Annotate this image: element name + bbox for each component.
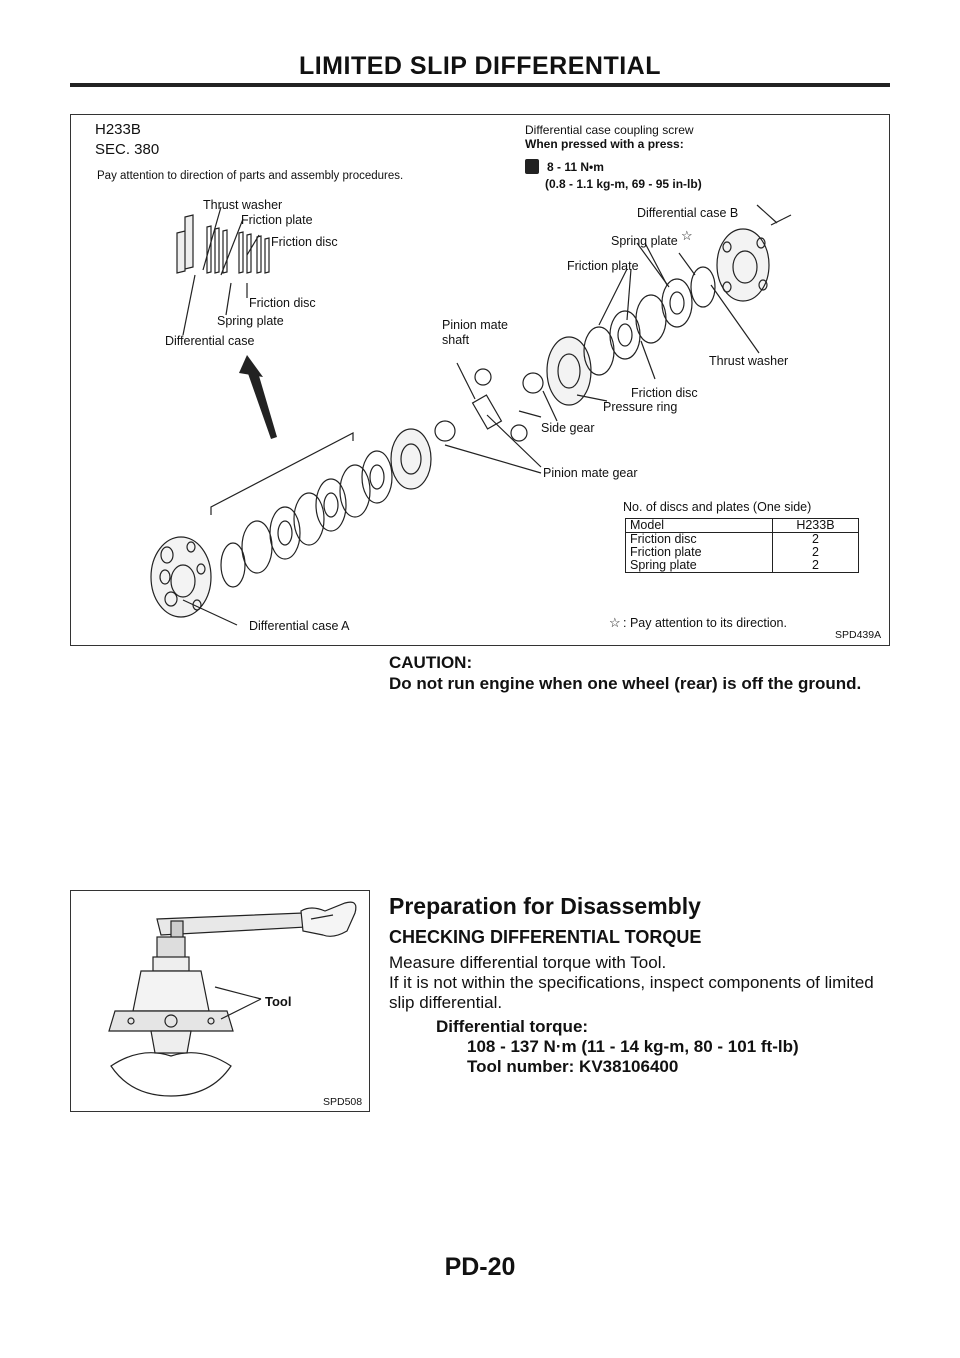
screw-title: Differential case coupling screw (525, 123, 694, 137)
table-header-cell: H233B (771, 518, 860, 533)
figure-code: SPD439A (835, 629, 882, 641)
press-note: When pressed with a press: (525, 137, 684, 151)
screw-torque-alt: (0.8 - 1.1 kg-m, 69 - 95 in-lb) (545, 177, 702, 191)
page-number: PD-20 (444, 1253, 516, 1281)
label-friction-disc-right: Friction disc (631, 386, 698, 400)
figure-model: H233B (95, 121, 141, 138)
tool-label: Tool (265, 994, 292, 1009)
table-cell: 2 (771, 559, 860, 573)
label-friction-plate-right: Friction plate (567, 259, 639, 273)
figure-section: SEC. 380 (95, 141, 160, 158)
section-body: Measure differential torque with Tool. I… (389, 953, 889, 1013)
caution-text: Do not run engine when one wheel (rear) … (389, 674, 862, 693)
label-friction-disc: Friction disc (271, 235, 338, 249)
table-cell: Spring plate (625, 559, 773, 573)
caution-title: CAUTION: (389, 653, 473, 672)
torque-check-figure: Tool SPD508 (70, 890, 370, 1112)
table-row: Friction plate 2 (625, 546, 860, 559)
table-header-cell: Model (625, 518, 773, 533)
figure-note: Pay attention to direction of parts and … (97, 170, 404, 182)
star-icon: ☆ (609, 615, 621, 630)
label-side-gear: Side gear (541, 421, 595, 435)
body-paragraph: If it is not within the specifications, … (389, 973, 874, 1012)
exploded-diagram-drawing (150, 204, 792, 626)
table-cell: 2 (771, 532, 860, 546)
caution-block: CAUTION: Do not run engine when one whee… (389, 652, 861, 694)
label-friction-disc-2: Friction disc (249, 296, 316, 310)
direction-star-icon: ☆ (681, 228, 693, 243)
table-cell: Friction plate (625, 546, 773, 559)
header-divider (70, 83, 890, 87)
section-subheading: CHECKING DIFFERENTIAL TORQUE (389, 927, 702, 947)
label-friction-plate: Friction plate (241, 213, 313, 227)
table-row: Friction disc 2 (625, 532, 860, 546)
screw-torque-nm: 8 - 11 N•m (547, 160, 604, 174)
table-title: No. of discs and plates (One side) (623, 500, 812, 514)
label-thrust-washer-right: Thrust washer (709, 354, 789, 368)
tool-number: Tool number: KV38106400 (467, 1057, 679, 1076)
label-pressure-ring: Pressure ring (603, 400, 678, 414)
label-spring-plate: Spring plate (217, 314, 284, 328)
page-header-title: LIMITED SLIP DIFFERENTIAL (298, 52, 662, 80)
label-differential-case: Differential case (165, 334, 255, 348)
label-pinion-mate-gear: Pinion mate gear (543, 466, 638, 480)
table-cell: 2 (771, 546, 860, 559)
section-heading: Preparation for Disassembly (389, 893, 701, 919)
figure-code-2: SPD508 (323, 1096, 363, 1108)
spec-value: 108 - 137 N·m (11 - 14 kg-m, 80 - 101 ft… (467, 1037, 799, 1056)
torque-wrench-icon (525, 159, 539, 174)
label-differential-case-a: Differential case A (249, 619, 350, 633)
table-header-row: Model H233B (625, 518, 860, 533)
table-row: Spring plate 2 (625, 559, 860, 573)
exploded-diagram-figure: H233B SEC. 380 Pay attention to directio… (70, 114, 890, 646)
table-cell: Friction disc (625, 532, 773, 546)
star-note: : Pay attention to its direction. (623, 616, 787, 630)
torque-check-drawing (108, 901, 357, 1097)
label-pinion-mate-shaft: Pinion mate (442, 318, 509, 332)
label-pinion-mate-shaft-2: shaft (442, 333, 470, 347)
spec-label: Differential torque: (436, 1017, 589, 1036)
body-paragraph: Measure differential torque with Tool. (389, 953, 667, 972)
label-differential-case-b: Differential case B (637, 206, 739, 220)
discs-plates-table: Model H233B Friction disc 2 Friction pla… (625, 518, 860, 573)
label-spring-plate-right: Spring plate (611, 234, 678, 248)
label-thrust-washer: Thrust washer (203, 198, 283, 212)
